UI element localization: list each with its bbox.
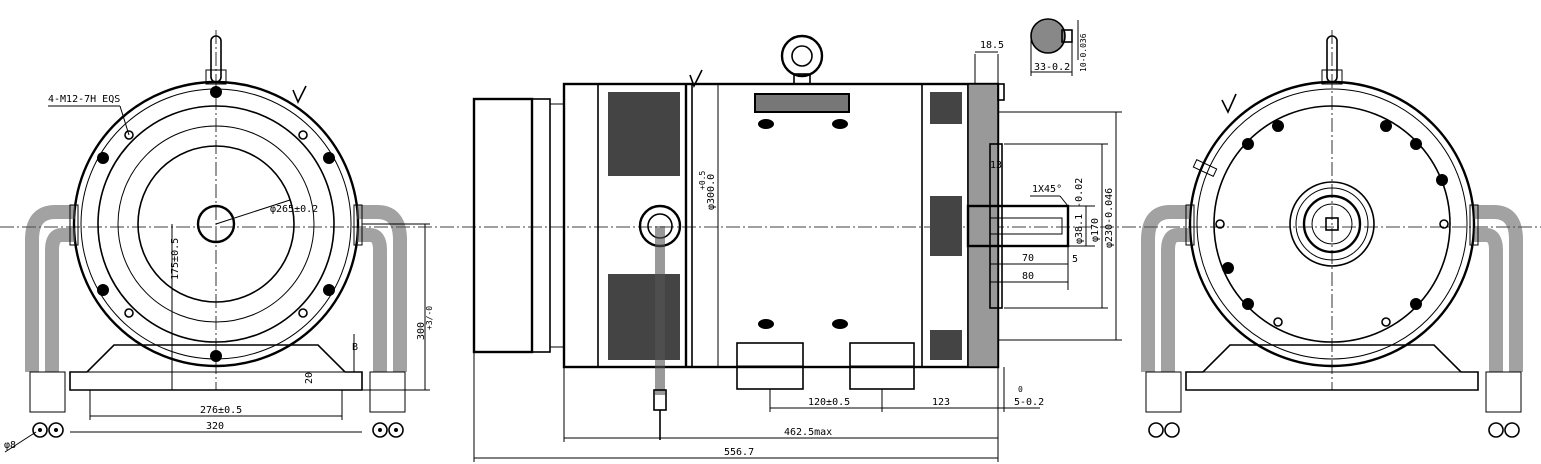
- dim-123-label: 123: [932, 397, 950, 408]
- key-10-label: 10-0.036: [1079, 33, 1088, 72]
- shaft-hole: [196, 204, 236, 244]
- rear-bolt-holes: [1215, 120, 1449, 327]
- center-lines: [0, 30, 1541, 390]
- width-320-label: 320: [206, 421, 224, 432]
- dim-0-label: 0: [1018, 385, 1023, 394]
- key-33-label: 33-0.2: [1034, 62, 1070, 73]
- shaft-key-section: 33-0.2 10-0.036: [1030, 18, 1088, 76]
- nameplate: [754, 93, 850, 113]
- foot-276-label: 276±0.5: [200, 405, 242, 416]
- front-flange: [967, 83, 999, 368]
- height-175-label: 175±0.5: [170, 238, 181, 280]
- rear-end-view: [1141, 35, 1523, 438]
- terminals-right: [369, 371, 406, 438]
- dia-300-label: φ300.0: [706, 174, 717, 210]
- cable-tube-left: [25, 205, 75, 372]
- height-300-tol-label: +3/-0: [425, 306, 434, 330]
- len-462-label: 462.5max: [784, 427, 832, 438]
- pcd-label: φ265±0.2: [270, 204, 318, 215]
- dia-300-tol-label: +0.5: [698, 171, 707, 190]
- cable-tube-right: [357, 205, 407, 372]
- fan-cover: [472, 97, 534, 354]
- dia-230-label: φ230-0.046: [1104, 188, 1115, 248]
- view-b-label: B: [352, 342, 358, 353]
- dim-5-tol-label: 5-0.2: [1014, 397, 1044, 408]
- chamfer-label: 1X45°: [1032, 184, 1062, 195]
- foot-120-label: 120±0.5: [808, 397, 850, 408]
- terminals-left: [29, 371, 66, 438]
- vent-grille: [608, 92, 680, 176]
- dim-70-label: 70: [1022, 253, 1034, 264]
- shaft: [966, 204, 1070, 248]
- base-20-label: 20: [304, 372, 315, 384]
- terminal-8-label: φ8: [4, 440, 16, 451]
- height-300-label: 300: [416, 322, 427, 340]
- dim-13-label: 13: [990, 160, 1002, 171]
- dia-170-label: φ170: [1090, 218, 1101, 242]
- side-view: 18.5 φ300.0 +0.5 13 1X45° φ38.1 -0.02 φ1…: [472, 34, 1122, 462]
- shaft-38-label: φ38.1 -0.02: [1074, 178, 1085, 244]
- bolt-holes: [97, 86, 335, 362]
- housing-outer-circle: [72, 80, 360, 368]
- len-556-label: 556.7: [724, 447, 754, 458]
- bolt-spec-label: 4-M12-7H EQS: [48, 94, 120, 105]
- front-end-view: 4-M12-7H EQS φ265±0.2 175±0.5 B 300 +3/-…: [4, 35, 434, 453]
- dim-80-label: 80: [1022, 271, 1034, 282]
- dim-5-label: 5: [1072, 254, 1078, 265]
- lifting-eye: [780, 34, 824, 78]
- flange-18-5-label: 18.5: [980, 40, 1004, 51]
- rear-housing-circle: [1188, 80, 1476, 368]
